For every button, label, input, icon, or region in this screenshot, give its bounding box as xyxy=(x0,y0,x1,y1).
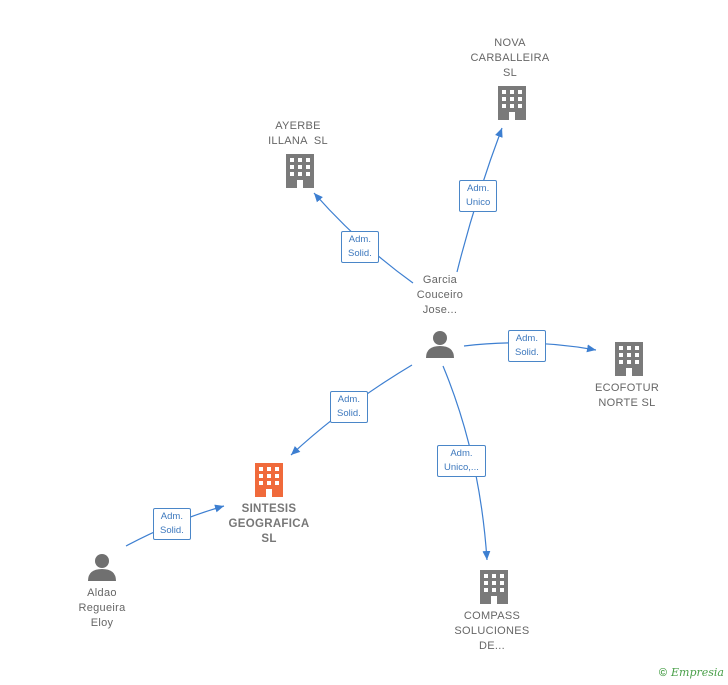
relation-label-compass[interactable]: Adm. Unico,... xyxy=(437,445,486,477)
relation-label-nova[interactable]: Adm. Unico xyxy=(459,180,498,212)
node-label-ayerbe-illana[interactable]: AYERBE ILLANA SL xyxy=(268,120,328,147)
relation-label-sintesis[interactable]: Adm. Solid. xyxy=(330,391,368,423)
copyright-symbol: © xyxy=(658,667,667,679)
node-label-sintesis-geografica[interactable]: SINTESIS GEOGRAFICA SL xyxy=(228,503,310,545)
relation-label-ecofotur[interactable]: Adm. Solid. xyxy=(508,330,546,362)
person-icon[interactable] xyxy=(426,331,454,358)
building-icon[interactable] xyxy=(498,86,526,120)
building-icon[interactable] xyxy=(286,154,314,188)
node-label-nova-carballeira[interactable]: NOVA CARBALLEIRA SL xyxy=(470,37,550,79)
node-label-garcia-couceiro[interactable]: Garcia Couceiro Jose... xyxy=(416,274,464,316)
person-icon[interactable] xyxy=(88,554,116,581)
node-label-compass-soluciones[interactable]: COMPASS SOLUCIONES DE... xyxy=(454,610,530,652)
copyright-footer: © Empresia xyxy=(659,666,724,679)
building-icon[interactable] xyxy=(480,570,508,604)
relation-label-ayerbe[interactable]: Adm. Solid. xyxy=(341,231,379,263)
relation-label-aldao-sintesis[interactable]: Adm. Solid. xyxy=(153,508,191,540)
brand-logo[interactable]: Empresia xyxy=(671,666,724,679)
building-icon-main[interactable] xyxy=(255,463,283,497)
node-label-ecofotur-norte[interactable]: ECOFOTUR NORTE SL xyxy=(594,382,660,409)
node-label-aldao-regueira[interactable]: Aldao Regueira Eloy xyxy=(78,587,126,629)
building-icon[interactable] xyxy=(615,342,643,376)
